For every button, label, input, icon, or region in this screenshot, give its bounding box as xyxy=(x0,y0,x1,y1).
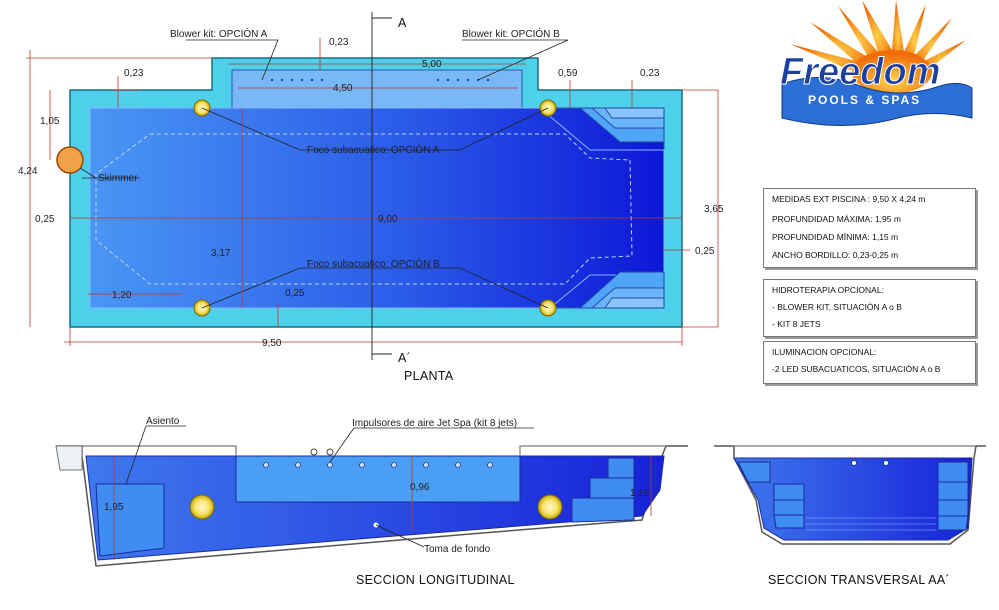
spec-hydro-jets: - KIT 8 JETS xyxy=(772,319,821,329)
coping-top-line xyxy=(82,445,666,456)
logo-tagline: POOLS & SPAS xyxy=(808,93,921,107)
spec-hydro-blower: - BLOWER KIT, SITUACIÓN A o B xyxy=(772,302,902,312)
transversal-port-2 xyxy=(883,460,889,466)
dim-195: 1,95 xyxy=(104,502,124,513)
spec-max-depth: PROFUNDIDAD MÁXIMA: 1,95 m xyxy=(772,213,901,224)
dim-025-left: 0,25 xyxy=(35,214,55,225)
spec-light-led: -2 LED SUBACUATICOS, SITUACIÓN A o B xyxy=(772,364,941,374)
longitudinal-caption: SECCION LONGITUDINAL xyxy=(356,573,515,587)
dim-023-top: 0,23 xyxy=(329,37,349,48)
longitudinal-section: Asiento Impulsores de aire Jet Spa (kit … xyxy=(55,416,688,587)
blower-port-2 xyxy=(326,448,334,456)
wave-shape xyxy=(781,77,973,127)
plan-caption: PLANTA xyxy=(404,369,454,383)
freedom-logo: Freedom POOLS & SPAS xyxy=(780,0,973,127)
label-skimmer: Skimmer xyxy=(98,173,138,184)
steps-bottom xyxy=(578,271,665,309)
plan-view: A A´ Blower kit: OPCIÓN A Blower kit: OP… xyxy=(18,12,724,383)
blower-dots xyxy=(270,78,490,82)
dim-950: 9,50 xyxy=(262,338,282,349)
label-foco-b: Foco subacuatico: OPCIÓN B xyxy=(307,257,440,270)
dim-365: 3,65 xyxy=(704,204,724,215)
seat-left xyxy=(95,483,165,557)
light-section-left xyxy=(189,494,215,520)
pool-water-plan xyxy=(89,107,665,309)
dim-317: 3,17 xyxy=(211,248,231,259)
section-cut-line xyxy=(371,12,392,360)
steps-longitudinal xyxy=(571,457,635,523)
coping-left xyxy=(55,445,83,471)
spec-coping-width: ANCHO BORDILLO: 0,23-0,25 m xyxy=(772,249,899,260)
dim-105: 1,05 xyxy=(40,116,60,127)
label-foco-a: Foco subacuatico: OPCIÓN A xyxy=(307,143,440,156)
label-asiento: Asiento xyxy=(146,416,180,427)
section-mark-bottom: A´ xyxy=(398,351,411,365)
longitudinal-leaders xyxy=(125,425,534,548)
spec-min-depth: PROFUNDIDAD MÍNIMA: 1,15 m xyxy=(772,231,899,242)
label-blower-a: Blower kit: OPCIÓN A xyxy=(170,27,268,40)
logo-name: Freedom xyxy=(780,51,940,93)
steps-top xyxy=(578,107,665,143)
dim-120: 1,20 xyxy=(112,290,132,301)
transversal-benches xyxy=(737,461,969,531)
dim-096: 0,96 xyxy=(410,482,430,493)
skimmer-icon xyxy=(56,146,84,174)
jets-row xyxy=(263,462,493,468)
spec-light-title: ILUMINACION OPCIONAL: xyxy=(772,347,877,357)
dim-450: 4,50 xyxy=(333,83,353,94)
spec-box-light: ILUMINACION OPCIONAL: -2 LED SUBACUATICO… xyxy=(763,341,976,384)
label-jets: Impulsores de aire Jet Spa (kit 8 jets) xyxy=(352,418,517,429)
dim-500: 5,00 xyxy=(422,59,442,70)
transversal-caption: SECCION TRANSVERSAL AA´ xyxy=(768,573,950,587)
dim-023-left: 0,23 xyxy=(124,68,144,79)
longitudinal-dims xyxy=(113,456,652,560)
transversal-shell xyxy=(714,445,986,545)
dim-025-right: 0,25 xyxy=(695,246,715,257)
dim-023-right: 0,23 xyxy=(640,68,660,79)
blower-port-1 xyxy=(310,448,318,456)
label-toma: Toma de fondo xyxy=(424,544,491,555)
section-mark-top: A xyxy=(398,16,407,30)
floor-lines xyxy=(806,517,936,531)
label-blower-b: Blower kit: OPCIÓN B xyxy=(462,27,560,40)
light-section-right xyxy=(537,494,563,520)
sun-icon xyxy=(790,0,966,94)
jet-bench xyxy=(235,455,521,503)
dim-059: 0,59 xyxy=(558,68,578,79)
leader-lines xyxy=(79,39,569,309)
spec-hydro-title: HIDROTERAPIA OPCIONAL: xyxy=(772,285,884,295)
dim-424: 4,24 xyxy=(18,166,38,177)
transversal-port-1 xyxy=(851,460,857,466)
dim-115: 1,15 xyxy=(630,488,650,499)
spec-box-hydro: HIDROTERAPIA OPCIONAL: - BLOWER KIT, SIT… xyxy=(763,279,976,337)
dim-025-bottom: 0,25 xyxy=(285,288,305,299)
spec-ext-size: MEDIDAS EXT PISCINA : 9,50 X 4,24 m xyxy=(772,194,926,204)
spec-box-measures: MEDIDAS EXT PISCINA : 9,50 X 4,24 m PROF… xyxy=(763,188,976,268)
blower-bench xyxy=(231,69,523,109)
dim-900: 9,00 xyxy=(378,214,398,225)
transversal-section: SECCION TRANSVERSAL AA´ xyxy=(714,445,986,587)
dimension-lines xyxy=(26,38,719,346)
